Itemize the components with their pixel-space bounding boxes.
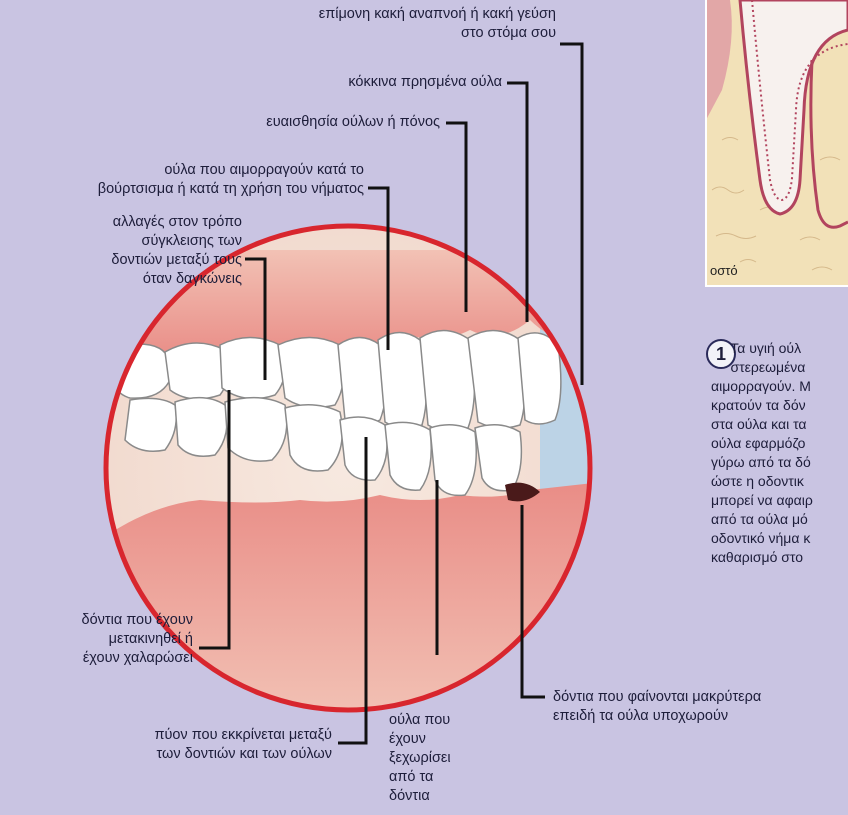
leader-bad-breath bbox=[560, 44, 582, 385]
label-bite-change: αλλαγές στον τρόπο σύγκλεισης των δοντιώ… bbox=[20, 213, 242, 289]
label-loose-teeth: δόντια που έχουν μετακινηθεί ή έχουν χαλ… bbox=[20, 611, 193, 668]
label-bleeding-gums: ούλα που αιμορραγούν κατά το βούρτσισμα … bbox=[60, 161, 364, 199]
label-bad-breath: επίμονη κακή αναπνοή ή κακή γεύση στο στ… bbox=[230, 5, 556, 43]
label-gum-pain: ευαισθησία ούλων ή πόνος bbox=[190, 113, 440, 132]
label-red-gums: κόκκινα πρησμένα ούλα bbox=[240, 73, 502, 92]
label-separated-gums: ούλα που έχουν ξεχωρίσει από τα δόντια bbox=[389, 711, 499, 806]
label-pus: πύον που εκκρίνεται μεταξύ των δοντιών κ… bbox=[40, 726, 332, 764]
label-longer-teeth: δόντια που φαίνονται μακρύτερα επειδή τα… bbox=[553, 688, 848, 726]
tooth-cross-section-inset bbox=[706, 0, 848, 286]
bone-label: οστό bbox=[710, 263, 738, 278]
caption-text: Τα υγιή ούλ στερεωμένα αιμορραγούν. Μ κρ… bbox=[711, 339, 848, 567]
